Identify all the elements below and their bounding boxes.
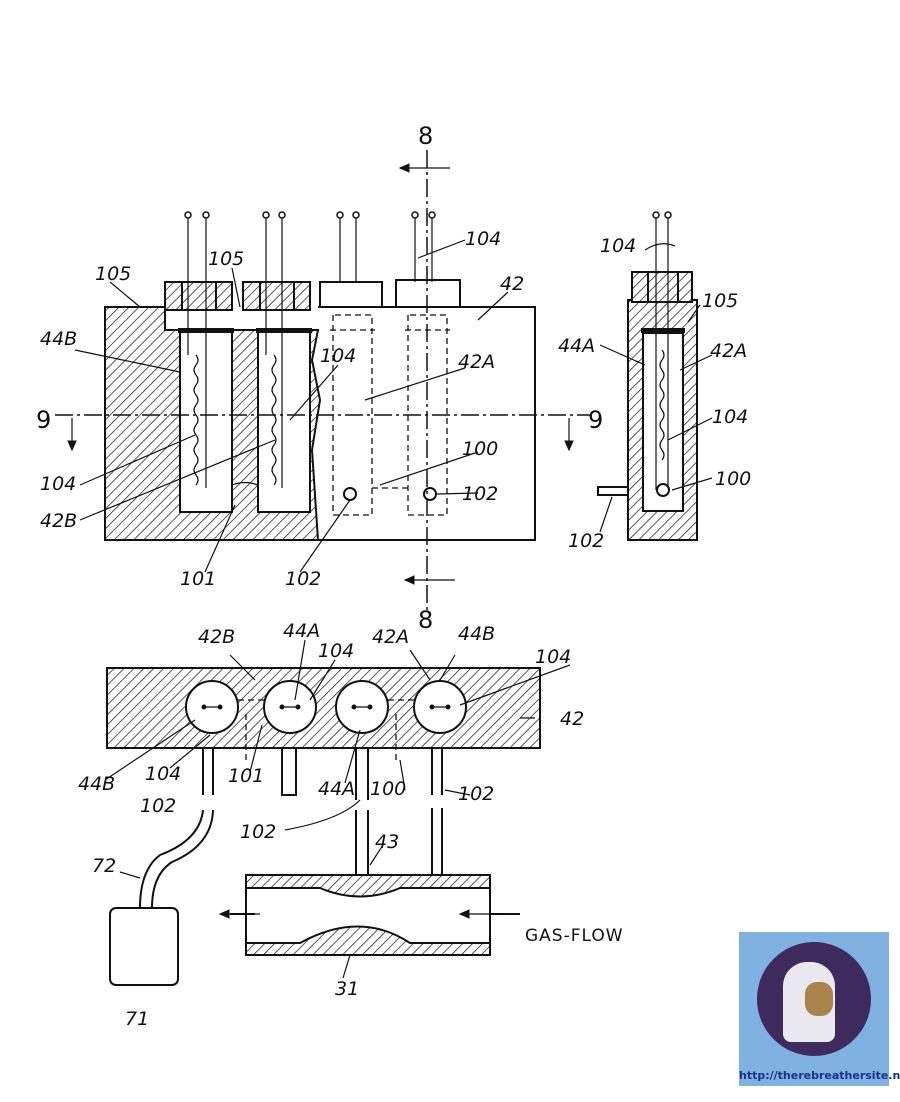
part-label: 42B	[198, 626, 235, 648]
part-label: 42A	[710, 340, 747, 362]
part-label: 105	[95, 263, 131, 285]
part-label: 42	[560, 708, 584, 730]
part-label: 104	[320, 345, 356, 367]
part-label: 72	[92, 855, 116, 877]
gas-flow-label: GAS-FLOW	[525, 926, 624, 946]
part-label: 102	[458, 783, 494, 805]
section-label: 8	[418, 122, 433, 150]
part-label: 44A	[558, 335, 595, 357]
part-label: 104	[318, 640, 354, 662]
watermark-logo: http://therebreathersite.nl	[739, 932, 900, 1086]
part-label: 105	[208, 248, 244, 270]
part-label: 44B	[78, 773, 115, 795]
front-section-view	[55, 150, 590, 610]
part-label: 44A	[318, 778, 355, 800]
part-label: 104	[712, 406, 748, 428]
side-section-view	[597, 211, 713, 541]
part-label: 100	[715, 468, 751, 490]
part-label: 104	[465, 228, 501, 250]
part-label: 102	[568, 530, 604, 552]
part-label: 102	[285, 568, 321, 590]
part-label: 104	[145, 763, 181, 785]
diver-mask-icon	[805, 982, 833, 1016]
section-label: 9	[588, 406, 603, 434]
part-label: 44A	[283, 620, 320, 642]
side-figure-labels: 104 105 44A 42A 104 100 102	[558, 235, 751, 552]
part-label: 71	[125, 1008, 149, 1030]
part-label: 43	[375, 831, 399, 853]
watermark-url: http://therebreathersite.nl	[739, 1069, 900, 1082]
part-label: 102	[240, 821, 276, 843]
part-label: 42B	[40, 510, 77, 532]
part-label: 44B	[458, 623, 495, 645]
part-label: 104	[40, 473, 76, 495]
part-label: 101	[180, 568, 216, 590]
part-label: 104	[535, 646, 571, 668]
section-label: 9	[36, 406, 51, 434]
part-label: 102	[140, 795, 176, 817]
part-label: 100	[462, 438, 498, 460]
part-label: 42A	[458, 351, 495, 373]
part-label: 31	[335, 978, 359, 1000]
part-label: 100	[370, 778, 406, 800]
part-label: 104	[600, 235, 636, 257]
section-label: 8	[418, 606, 433, 634]
part-label: 42A	[372, 626, 409, 648]
part-label: 105	[702, 290, 738, 312]
part-label: 44B	[40, 328, 77, 350]
part-label: 101	[228, 765, 264, 787]
top-figure-labels: 8 8 9 9 104 105 105 42 44B 42A 104 100 1…	[36, 122, 603, 634]
part-label: 42	[500, 273, 524, 295]
bottom-figure-labels: 42B 44A 104 42A 44B 104 42 44B 104 101 4…	[78, 620, 624, 1030]
part-label: 102	[462, 483, 498, 505]
plan-section-view	[104, 639, 571, 986]
